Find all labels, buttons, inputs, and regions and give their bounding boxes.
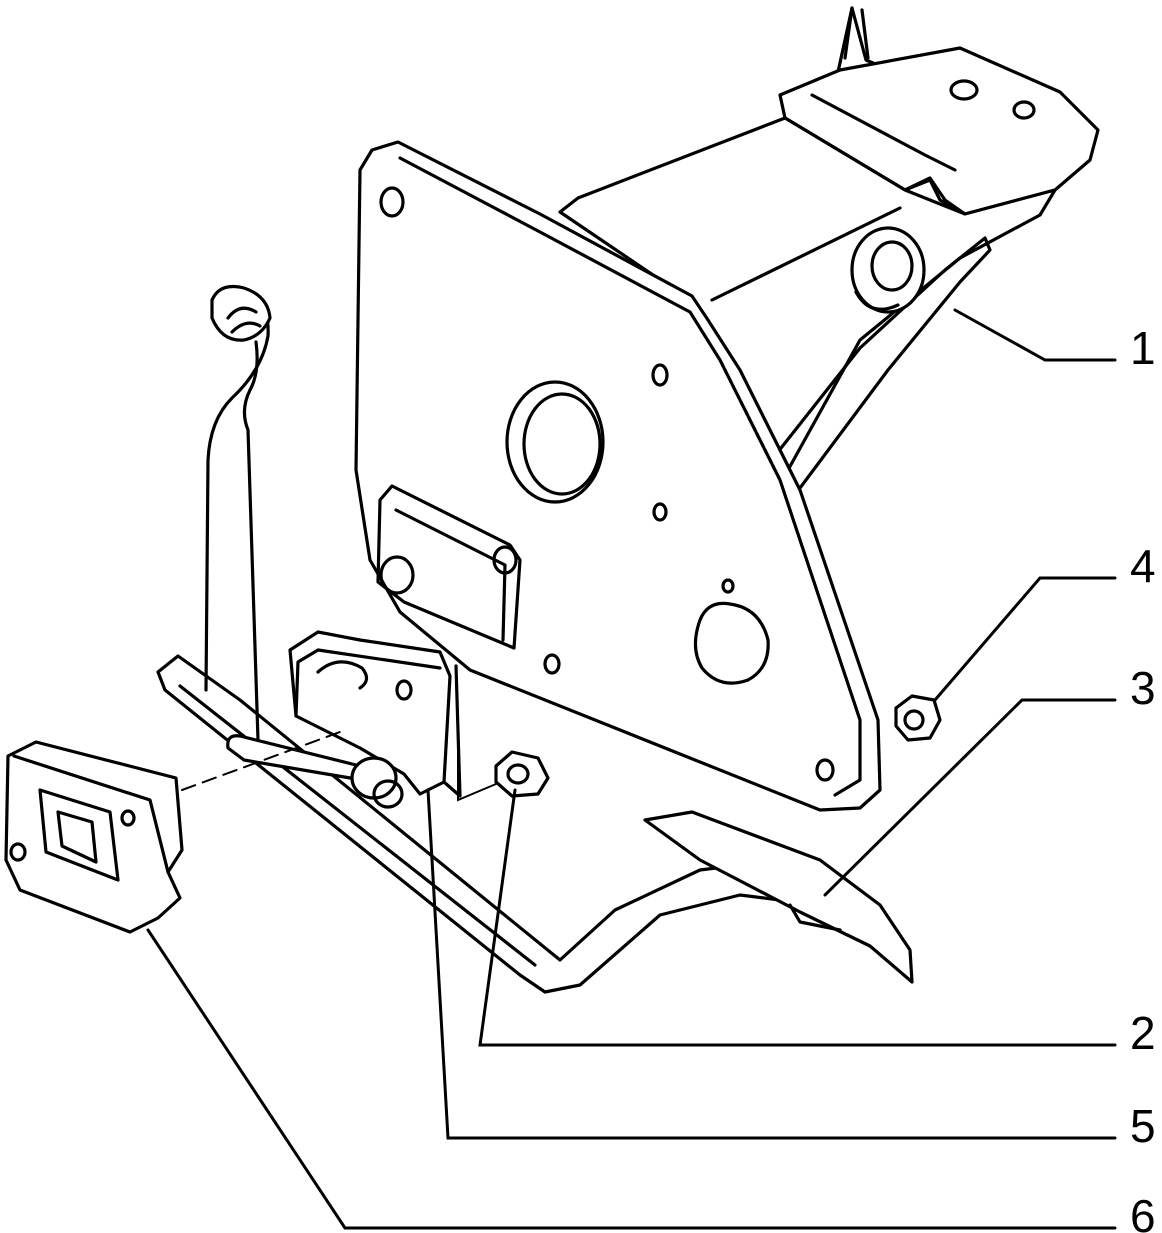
part-1-pedal-bracket [354,6,1100,812]
part-4-nut [894,694,942,742]
callout-6: 6 [1130,1190,1156,1233]
leader-line-3 [823,698,1117,897]
callout-5: 5 [1130,1100,1156,1152]
part-5-pivot-bracket [226,630,462,809]
callout-1: 1 [1130,322,1156,374]
leader-line-1 [953,308,1117,362]
leader-line-2 [478,788,1117,1047]
leader-line-4 [933,576,1117,702]
part-2-nut [457,719,550,802]
assembly-line [181,731,341,791]
leader-line-5 [426,788,1117,1140]
leader-line-6 [146,928,1117,1230]
callout-2: 2 [1130,1007,1156,1059]
callout-4: 4 [1130,540,1156,592]
callout-3: 3 [1130,662,1156,714]
part-6-rubber-pad [4,740,184,934]
pedal-arm [156,284,914,994]
